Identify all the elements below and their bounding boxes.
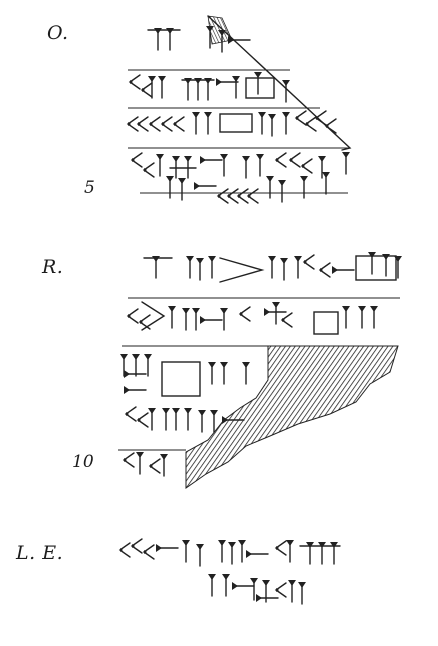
reverse-label: R. (42, 256, 64, 278)
left-edge-fragment (119, 538, 341, 605)
line-number-10: 10 (72, 452, 94, 472)
reverse-fragment (118, 251, 403, 489)
left-edge-label: L. E. (16, 542, 64, 564)
obverse-label: O. (47, 22, 69, 44)
line-number-5: 5 (84, 178, 95, 198)
obverse-fragment (127, 15, 352, 204)
